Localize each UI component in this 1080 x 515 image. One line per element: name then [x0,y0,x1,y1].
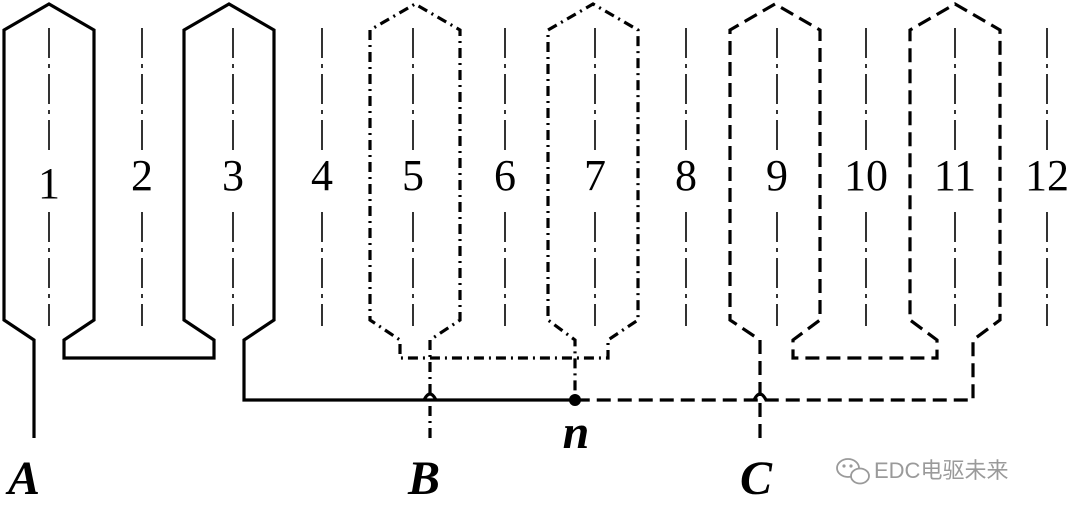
neutral-point [569,394,581,406]
wechat-icon [836,458,870,485]
slot-label: 10 [844,151,888,200]
crossover-c [752,392,768,401]
slot-label: 2 [131,151,153,200]
terminal-b-label: B [407,452,440,505]
crossover-b [422,392,438,401]
coil-9-11 [575,2,1002,438]
slot-axes [48,28,1048,326]
coil-1 [2,2,575,438]
phase-a-winding [2,2,575,438]
slot-label: 9 [766,151,788,200]
neutral-label: n [563,406,590,459]
slot-label: 6 [494,151,516,200]
phase-c-winding [575,2,1002,438]
slot-label: 3 [222,151,244,200]
slot-label: 4 [311,151,333,200]
slot-labels: 1 2 3 4 5 6 7 8 9 10 11 12 [38,151,1069,208]
terminal-c-label: C [740,452,773,505]
slot-label: 8 [675,151,697,200]
slot-label: 5 [402,151,424,200]
slot-label: 11 [934,151,976,200]
watermark-text: EDC电驱未来 [874,458,1008,483]
slot-label: 1 [38,159,60,208]
slot-label: 7 [584,151,606,200]
slot-label: 12 [1025,151,1069,200]
phase-b-winding [368,2,640,438]
watermark: EDC电驱未来 [836,458,1008,485]
terminal-a-label: A [5,452,40,505]
coil-5-7 [368,2,640,438]
